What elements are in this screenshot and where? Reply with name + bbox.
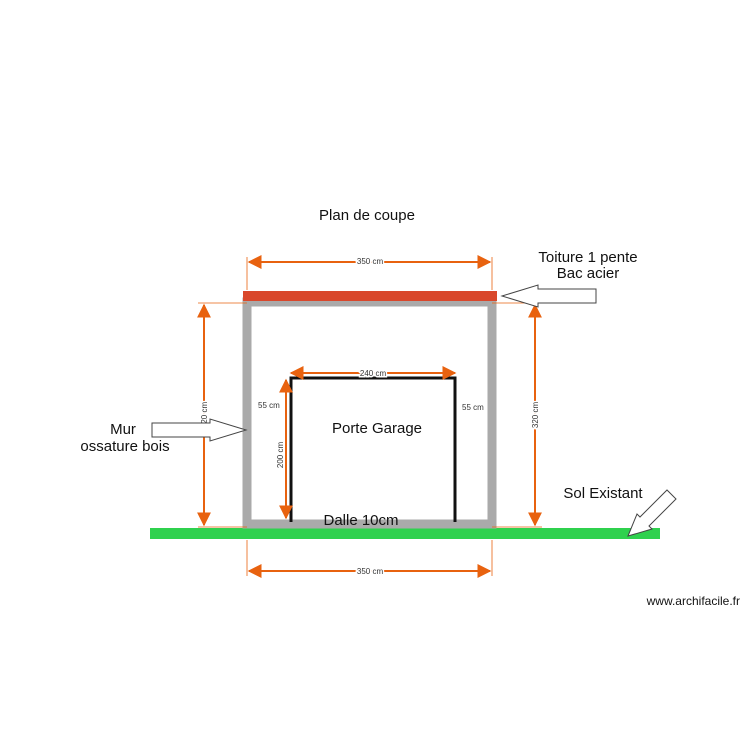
wall-label-line2: ossature bois (80, 438, 169, 455)
ground-label: Sol Existant (563, 485, 643, 502)
dimension-door-height-label: 200 cm (276, 442, 285, 469)
plan-title: Plan de coupe (319, 207, 415, 224)
roof-steel-deck (243, 291, 497, 301)
ground-existing (150, 528, 660, 539)
dimension-left-gap-label: 55 cm (258, 401, 280, 410)
roof-callout-arrow (500, 284, 597, 308)
dimension-left-height-label: 320 cm (200, 402, 209, 429)
ground-callout-arrow (627, 489, 677, 537)
watermark: www.archifacile.fr (646, 594, 740, 608)
dimension-bottom-width-label: 350 cm (357, 567, 384, 576)
dimension-top-width-label: 350 cm (357, 257, 384, 266)
garage-door (289, 376, 457, 522)
dimension-door-width-label: 240 cm (360, 369, 387, 378)
wall-label-line1: Mur (110, 421, 136, 438)
roof-label-line1: Toiture 1 pente (538, 249, 637, 266)
door-label: Porte Garage (332, 420, 422, 437)
wall-callout-arrow (151, 418, 248, 442)
slab-label: Dalle 10cm (323, 512, 398, 529)
roof-label-line2: Bac acier (557, 265, 620, 282)
dimension-right-height-label: 320 cm (531, 402, 540, 429)
wall-frame (242, 297, 497, 529)
dimension-right-gap-label: 55 cm (462, 403, 484, 412)
